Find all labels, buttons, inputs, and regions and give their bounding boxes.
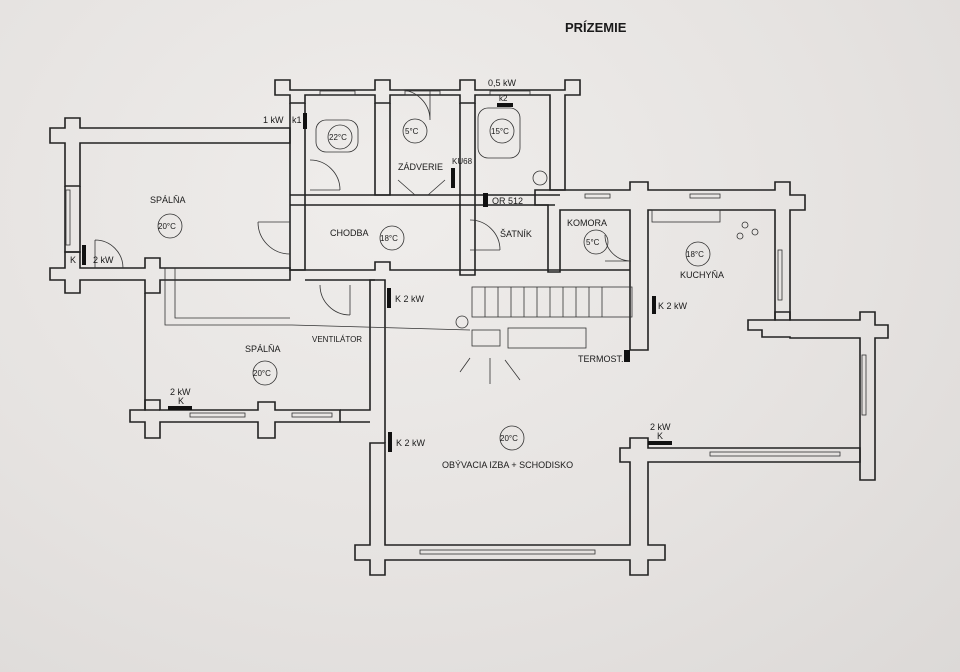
kub-label: KU68 — [452, 157, 473, 166]
ventilator-label: VENTILÁTOR — [312, 335, 362, 344]
temp-bath-1: 22°C — [329, 133, 347, 142]
room-komora: KOMORA — [567, 218, 607, 228]
room-zadverie: ZÁDVERIE — [398, 162, 443, 172]
or-label: OR 512 — [492, 196, 523, 206]
room-satnik: ŠATNÍK — [500, 229, 532, 239]
equipment: KU68 OR 512 VENTILÁTOR TERMOST. — [312, 157, 630, 364]
heater-8-tag: K — [657, 431, 663, 441]
heater-1 — [303, 113, 307, 129]
room-obyvacia: OBÝVACIA IZBA + SCHODISKO — [442, 460, 573, 470]
heater-8-power: 2 kW — [650, 422, 671, 432]
room-kuchyna: KUCHYŇA — [680, 270, 724, 280]
fixtures — [164, 107, 759, 384]
doors — [94, 89, 632, 316]
room-chodba: CHODBA — [330, 228, 369, 238]
heater-7 — [388, 432, 392, 452]
temp-komora: 5°C — [586, 238, 600, 247]
heater-3-power: 2 kW — [93, 255, 114, 265]
room-labels: SPÁLŇA 20°C CHODBA 18°C ZÁDVERIE ŠATNÍK … — [150, 118, 724, 470]
heater-8 — [648, 441, 672, 445]
heater-3-tag: K — [70, 255, 76, 265]
temp-spalna-2: 20°C — [253, 369, 271, 378]
temp-kuchyna: 18°C — [686, 250, 704, 259]
room-spalna-1: SPÁLŇA — [150, 195, 186, 205]
heater-4 — [387, 288, 391, 308]
heater-6-tag: K — [178, 396, 184, 406]
temp-spalna-1: 20°C — [158, 222, 176, 231]
heater-7-label: K 2 kW — [396, 438, 426, 448]
heater-6-power: 2 kW — [170, 387, 191, 397]
heater-5 — [652, 296, 656, 314]
heater-1-tag: k1 — [292, 115, 302, 125]
heater-6 — [168, 406, 192, 410]
heater-2-tag: k2 — [499, 94, 508, 103]
heater-2-power: 0,5 kW — [488, 78, 517, 88]
temp-bath-2: 15°C — [491, 127, 509, 136]
temp-obyvacia: 20°C — [500, 434, 518, 443]
plan-title: PRÍZEMIE — [565, 20, 627, 35]
termost-unit — [624, 350, 630, 362]
heaters: 1 kW k1 0,5 kW k2 K 2 kW K 2 kW K 2 kW 2… — [70, 78, 688, 452]
walls — [49, 79, 889, 576]
temp-chodba: 18°C — [380, 234, 398, 243]
heater-4-label: K 2 kW — [395, 294, 425, 304]
windows — [65, 90, 867, 555]
temp-wc: 5°C — [405, 127, 419, 136]
heater-5-label: K 2 kW — [658, 301, 688, 311]
termost-label: TERMOST. — [578, 354, 624, 364]
kub-unit — [451, 168, 455, 188]
room-spalna-2: SPÁLŇA — [245, 344, 281, 354]
heater-1-power: 1 kW — [263, 115, 284, 125]
heater-2 — [497, 103, 513, 107]
heater-3 — [82, 245, 86, 265]
or-unit — [483, 193, 488, 207]
